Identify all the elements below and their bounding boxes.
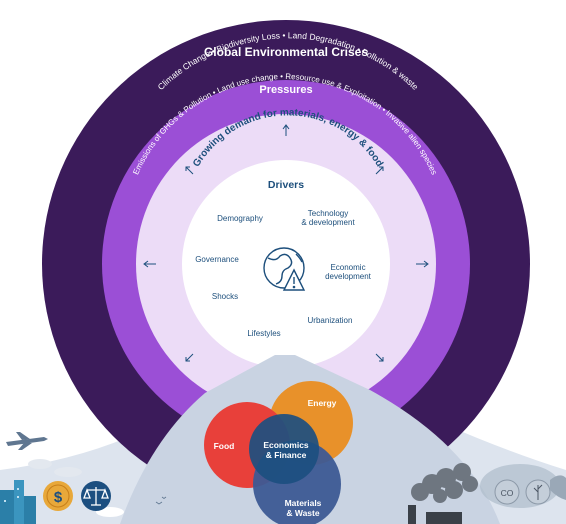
- arrow-icon: [416, 260, 429, 268]
- drivers-title: Drivers: [268, 179, 304, 191]
- venn-economics: [249, 414, 319, 484]
- factory: [408, 505, 462, 524]
- cloud: [28, 459, 52, 469]
- driver-urbanization: Urbanization: [308, 316, 353, 325]
- outer-ring-title: Global Environmental Crises: [204, 45, 368, 59]
- arrow-icon: [282, 124, 290, 136]
- bullet-separator: •: [278, 72, 285, 81]
- driver-demography: Demography: [217, 214, 263, 223]
- driver-technology: Technology& development: [301, 209, 355, 227]
- bullet-separator: •: [378, 104, 389, 116]
- middle-ring-title: Pressures: [259, 84, 312, 96]
- svg-text:$: $: [54, 489, 63, 506]
- tree-icon: [525, 479, 551, 505]
- airplane-icon: [6, 432, 48, 450]
- bullet-separator: •: [280, 30, 288, 40]
- co2-icon: CO: [494, 479, 520, 505]
- coin-icon: $: [43, 481, 73, 511]
- arrow-icon: [375, 166, 384, 175]
- smoke: [411, 463, 478, 503]
- drivers-circle: [182, 160, 390, 368]
- globe-warning-icon: [263, 247, 306, 291]
- cloud: [550, 475, 566, 500]
- venn-materials-label: Materials& Waste: [285, 498, 322, 518]
- venn-economics-label: Economics& Finance: [263, 440, 309, 460]
- arrow-icon: [375, 353, 384, 362]
- bullet-separator: •: [209, 87, 220, 98]
- drivers-list: Demography Technology& development Gover…: [195, 209, 371, 338]
- venn-food-label: Food: [214, 441, 235, 451]
- scales-icon: [81, 481, 111, 511]
- cloud: [54, 467, 82, 477]
- cloud: [96, 507, 124, 517]
- bullet-separator: •: [353, 43, 364, 55]
- driver-shocks: Shocks: [212, 292, 238, 301]
- venn-energy-label: Energy: [308, 398, 337, 408]
- arrow-icon: [185, 353, 194, 362]
- svg-text:CO: CO: [501, 488, 514, 498]
- arrow-icon: [143, 260, 156, 268]
- bullet-separator: •: [208, 45, 219, 57]
- birds: [155, 496, 167, 505]
- venn-diagram: [204, 381, 353, 524]
- driver-governance: Governance: [195, 255, 239, 264]
- city-skyline: [0, 480, 36, 524]
- arrows: [143, 124, 429, 362]
- arrow-icon: [185, 166, 194, 175]
- driver-lifestyles: Lifestyles: [247, 329, 280, 338]
